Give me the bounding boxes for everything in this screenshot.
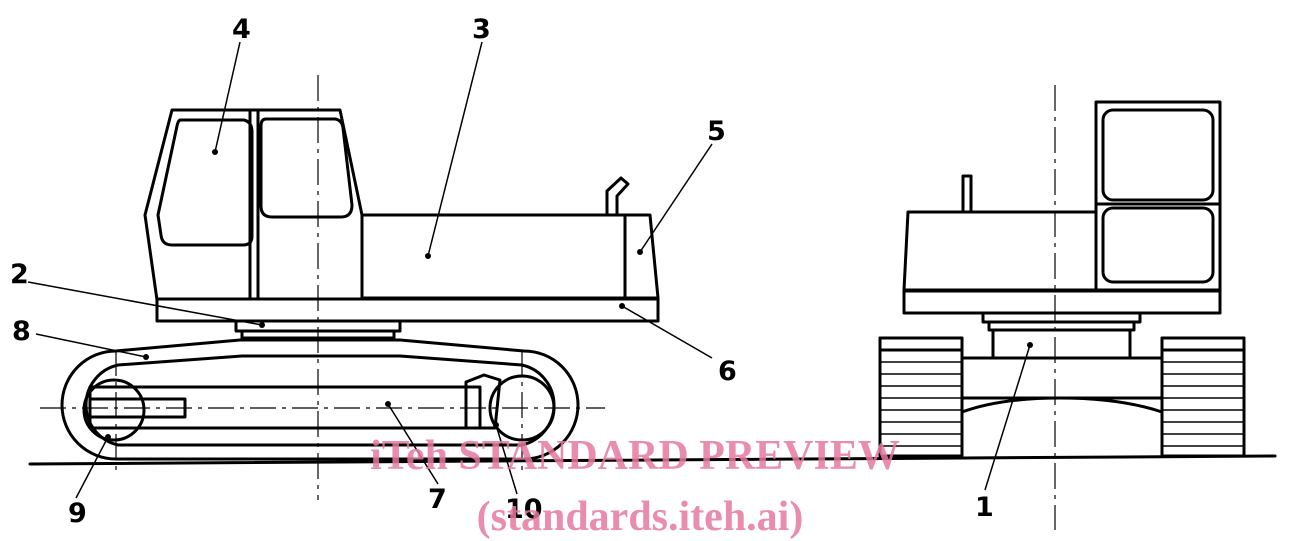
leader-2 bbox=[27, 281, 263, 326]
leader-7 bbox=[387, 403, 439, 485]
superstructure bbox=[360, 213, 660, 300]
front-cab-lower-window bbox=[1101, 206, 1215, 284]
front-view bbox=[878, 85, 1246, 530]
front-revolving-frame bbox=[902, 289, 1222, 315]
callout-2: 2 bbox=[10, 259, 29, 290]
leader-9 bbox=[75, 436, 109, 499]
idler-wheel bbox=[82, 378, 146, 442]
leader-10 bbox=[495, 424, 518, 495]
watermark-line-2: (standards.iteh.ai) bbox=[476, 494, 804, 540]
side-view bbox=[40, 75, 660, 500]
leader-dot-4 bbox=[212, 149, 218, 155]
leader-8 bbox=[35, 333, 147, 358]
leader-dot-10 bbox=[493, 422, 499, 428]
callout-6: 6 bbox=[718, 356, 737, 387]
exhaust-pipe bbox=[605, 176, 630, 217]
track-tensioner bbox=[464, 373, 502, 430]
callout-labels: 1 2 3 4 5 6 7 8 9 10 bbox=[10, 14, 994, 529]
leader-dot-7 bbox=[385, 401, 391, 407]
leader-6 bbox=[621, 305, 713, 359]
front-exhaust-pipe bbox=[961, 174, 973, 214]
slewing-ring bbox=[234, 319, 402, 340]
callout-3: 3 bbox=[472, 14, 491, 45]
cab-side-window bbox=[259, 117, 354, 219]
callout-5: 5 bbox=[707, 116, 726, 147]
leader-lines bbox=[27, 41, 1033, 499]
sprocket-wheel bbox=[488, 374, 556, 442]
tension-spring bbox=[88, 397, 187, 419]
callout-10: 10 bbox=[505, 494, 543, 525]
callout-8: 8 bbox=[12, 316, 31, 347]
leader-dot-6 bbox=[619, 303, 625, 309]
cab-front-window bbox=[156, 118, 254, 247]
leader-dot-8 bbox=[143, 354, 149, 360]
ground-line bbox=[28, 454, 1277, 466]
callout-7: 7 bbox=[428, 484, 447, 515]
leader-4 bbox=[214, 41, 241, 153]
leader-dot-2 bbox=[259, 322, 265, 328]
front-cab bbox=[1094, 100, 1222, 292]
watermark-line-1: iTeh STANDARD PREVIEW bbox=[370, 433, 900, 479]
front-cab-upper-window bbox=[1101, 108, 1215, 202]
callout-9: 9 bbox=[68, 498, 87, 529]
front-undercarriage-curve bbox=[960, 396, 1164, 414]
leader-1 bbox=[984, 344, 1031, 491]
front-superstructure bbox=[902, 210, 1098, 292]
callout-4: 4 bbox=[232, 14, 251, 45]
callout-1: 1 bbox=[975, 492, 994, 523]
front-car-body bbox=[991, 328, 1132, 360]
leader-dot-1 bbox=[1027, 342, 1033, 348]
track-outer bbox=[60, 338, 580, 461]
leader-dot-3 bbox=[425, 253, 431, 259]
leader-5 bbox=[639, 143, 713, 253]
cab bbox=[143, 108, 364, 302]
front-undercarriage-frame bbox=[960, 356, 1164, 400]
leader-dot-5 bbox=[637, 249, 643, 255]
leader-dot-9 bbox=[105, 434, 111, 440]
leader-3 bbox=[427, 41, 483, 257]
front-left-track bbox=[878, 336, 964, 458]
revolving-frame bbox=[155, 297, 660, 323]
front-right-track bbox=[1160, 336, 1246, 458]
front-slewing-ring bbox=[981, 311, 1142, 332]
